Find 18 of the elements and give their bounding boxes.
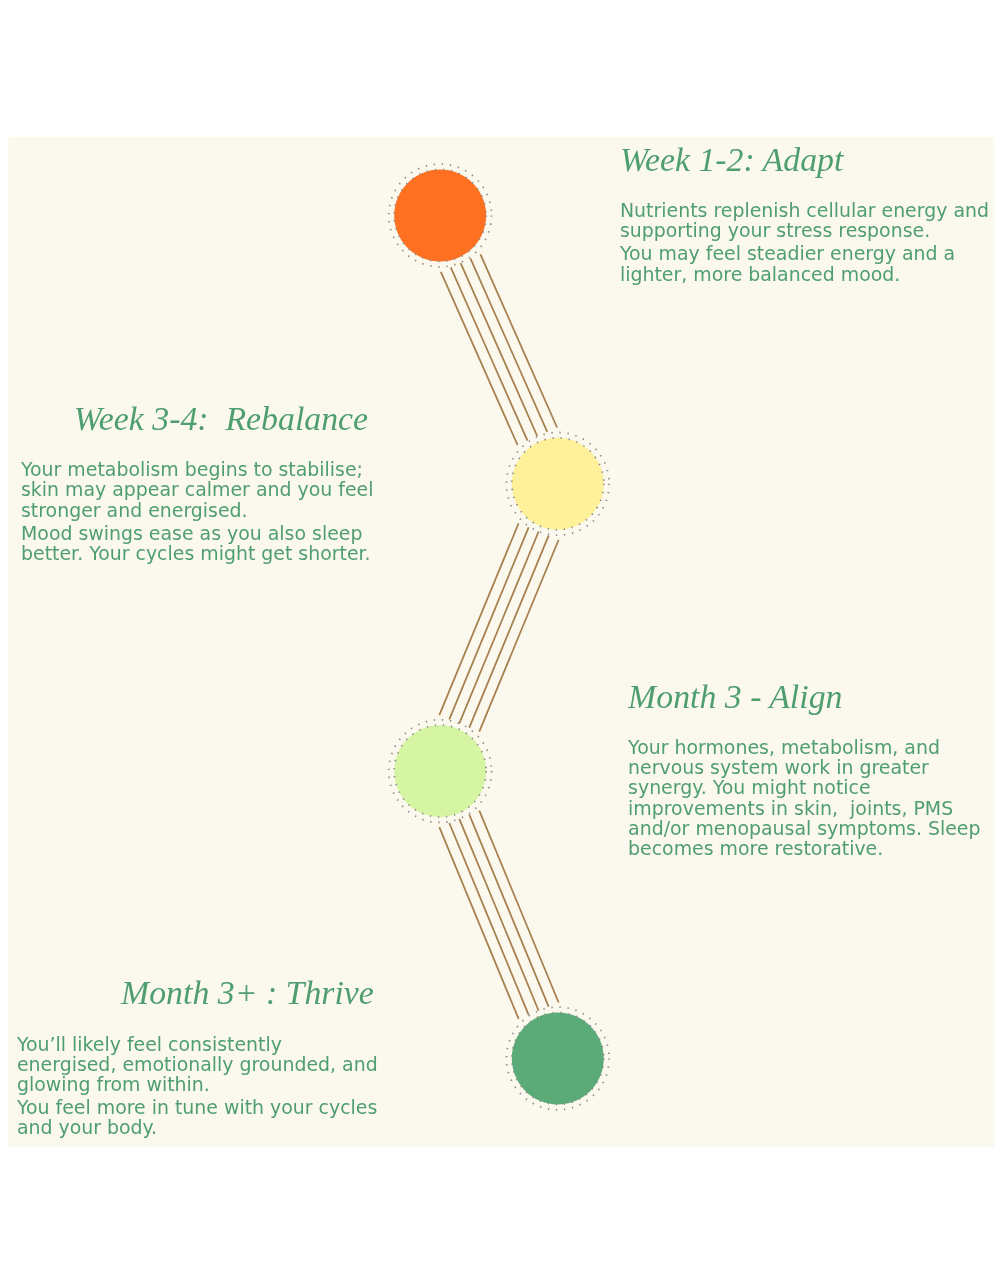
node-label: Week 3-4: Rebalance <box>73 399 369 437</box>
connector <box>440 253 558 446</box>
node-label: Nutrients replenish cellular energy and supporting your stress response. <box>619 199 989 242</box>
node-label: You may feel steadier energy and a lighter, more balanced mood. <box>619 242 956 285</box>
connector <box>438 522 560 733</box>
node-label: Month 3+ : Thrive <box>121 974 374 1012</box>
node-label: Month 3 - Align <box>628 677 843 715</box>
node-label: Week 1-2: Adapt <box>619 140 844 178</box>
node-circle <box>387 718 493 824</box>
node-label: Your metabolism begins to stabilise; skin may appear calmer and you feel stronger and energised. <box>21 457 374 521</box>
node-circle <box>387 163 493 268</box>
node-circle <box>505 431 611 537</box>
node-label: Your hormones, metabolism, and nervous system work in greater synergy. You might notice improvements in skin, joints, PMS and/or menopausal symptoms. Sleep becomes more restorative. <box>628 735 981 860</box>
node-circle <box>505 1006 611 1111</box>
node-label: Mood swings ease as you also sleep better. Your cycles might get shorter. <box>21 521 371 564</box>
node-label: You feel more in tune with your cycles and your body. <box>16 1096 378 1139</box>
connector <box>438 809 560 1020</box>
node-label: You’ll likely feel consistently energised, emotionally grounded, and glowing from within. <box>16 1032 378 1096</box>
